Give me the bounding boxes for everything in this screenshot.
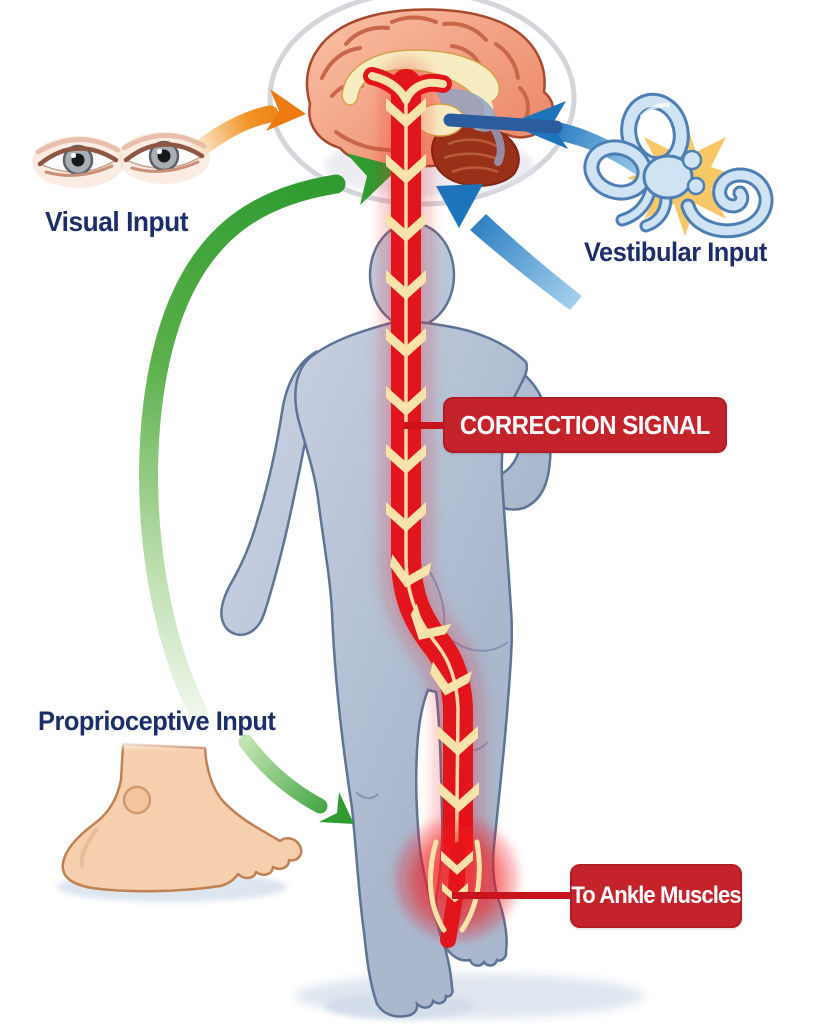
proprioceptive-input-label: Proprioceptive Input — [38, 706, 276, 736]
ankle-signal-burst — [395, 816, 519, 948]
to-ankle-muscles-callout: To Ankle Muscles — [570, 864, 742, 928]
left-arm — [220, 350, 324, 636]
correction-connector-line — [404, 422, 448, 429]
foot-illustration — [57, 735, 303, 902]
inner-ear-illustration — [583, 92, 774, 239]
visual-input-label: Visual Input — [45, 206, 189, 237]
foot-to-leg-arrow — [238, 734, 354, 824]
ankle-connector-line — [452, 892, 574, 899]
correction-signal-path — [363, 61, 519, 948]
to-ankle-muscles-text: To Ankle Muscles — [571, 882, 741, 909]
ground-shadow — [295, 974, 645, 1019]
eyes-illustration — [32, 132, 210, 188]
vestibular-input-label: Vestibular Input — [584, 237, 767, 267]
correction-signal-callout: CORRECTION SIGNAL — [443, 397, 727, 453]
correction-signal-text: CORRECTION SIGNAL — [459, 409, 710, 440]
